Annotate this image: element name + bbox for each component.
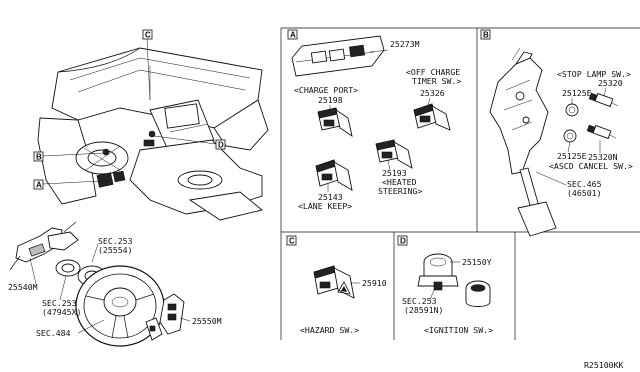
label-sec253-d-ref: (28591N) — [404, 305, 443, 315]
main-labels: 25540M SEC.253 (25554) SEC.253 (47945X) … — [8, 236, 222, 338]
label-25320n: 25320N — [588, 152, 618, 162]
section-c-parts — [313, 265, 355, 299]
steering-switch-illustration — [145, 293, 185, 341]
steering-wheel-illustration — [75, 265, 165, 347]
push-button-icon — [465, 280, 491, 307]
svg-text:A: A — [36, 181, 42, 190]
ignition-switch-icon — [417, 253, 459, 291]
label-sec253-d: SEC.253 — [402, 296, 437, 306]
clip-upper-icon — [565, 103, 579, 117]
label-25198: 25198 — [318, 95, 343, 105]
label-stop-lamp: <STOP LAMP SW.> — [557, 69, 631, 79]
svg-text:B: B — [36, 153, 42, 162]
label-25273m: 25273M — [390, 39, 420, 49]
switch-25326-icon — [413, 103, 451, 131]
label-25125e-a: 25125E — [562, 88, 592, 98]
dashboard-illustration — [37, 47, 269, 221]
label-25326: 25326 — [420, 88, 445, 98]
combination-switch-illustration — [9, 221, 79, 271]
section-frames — [280, 27, 640, 340]
section-d-letter: D — [397, 235, 408, 246]
section-b-parts — [489, 47, 619, 237]
section-d-parts — [417, 253, 491, 307]
svg-text:D: D — [218, 141, 224, 150]
section-b-labels: <STOP LAMP SW.> 25320 25125E 25125E 2532… — [535, 69, 633, 198]
label-charge-port: <CHARGE PORT> — [294, 85, 358, 95]
label-25193: 25193 — [382, 168, 407, 178]
section-c-labels: 25910 <HAZARD SW.> — [300, 278, 387, 335]
hazard-switch-icon — [313, 265, 355, 299]
label-sec465-ref: (46501) — [567, 188, 602, 198]
section-d-labels: 25150Y SEC.253 (28591N) <IGNITION SW.> — [402, 257, 493, 335]
switch-25143-icon — [315, 159, 353, 191]
label-25125e-b: 25125E — [557, 151, 587, 161]
label-25150y: 25150Y — [462, 257, 492, 267]
label-sec253-a-ref: (25554) — [98, 245, 133, 255]
label-25910: 25910 — [362, 278, 387, 288]
section-a-labels: 25273M <CHARGE PORT> 25198 <OFF CHARGE T… — [294, 39, 461, 211]
label-sec253-b: SEC.253 — [42, 298, 77, 308]
label-hazard: <HAZARD SW.> — [300, 325, 359, 335]
svg-text:C: C — [289, 237, 295, 246]
label-heated-1: <HEATED — [382, 177, 417, 187]
label-25540m: 25540M — [8, 282, 38, 292]
label-sec465: SEC.465 — [567, 179, 602, 189]
label-off-charge-2: TIMER SW.> — [412, 76, 461, 86]
label-25320: 25320 — [598, 78, 623, 88]
label-off-charge-1: <OFF CHARGE — [406, 67, 460, 77]
callout-a: A — [33, 179, 101, 190]
label-ascd-cancel: <ASCD CANCEL SW.> — [549, 161, 633, 171]
switch-25198-icon — [317, 107, 353, 137]
stop-lamp-switch-icon — [588, 92, 619, 108]
ascd-cancel-switch-icon — [586, 124, 617, 140]
switch-25193-icon — [375, 139, 413, 169]
svg-text:D: D — [400, 237, 406, 246]
label-sec484: SEC.484 — [36, 328, 71, 338]
label-lane-keep: <LANE KEEP> — [298, 201, 352, 211]
svg-text:A: A — [290, 31, 296, 40]
svg-text:B: B — [483, 31, 489, 40]
section-a-letter: A — [287, 29, 298, 40]
label-25550m: 25550M — [192, 316, 222, 326]
label-sec253-a: SEC.253 — [98, 236, 133, 246]
callout-c: C — [142, 29, 153, 101]
section-a-parts — [291, 35, 451, 191]
label-heated-2: STEERING> — [378, 186, 422, 196]
label-sec253-b-ref: (47945X) — [42, 307, 81, 317]
label-25143: 25143 — [318, 192, 343, 202]
section-c-letter: C — [286, 235, 297, 246]
svg-text:C: C — [145, 31, 151, 40]
callout-d: D — [153, 135, 226, 150]
clip-lower-icon — [563, 129, 577, 143]
label-ignition: <IGNITION SW.> — [424, 325, 493, 335]
section-b-letter: B — [480, 29, 491, 40]
callout-b: B — [33, 151, 105, 162]
diagram-id: R25100KK — [584, 360, 624, 370]
